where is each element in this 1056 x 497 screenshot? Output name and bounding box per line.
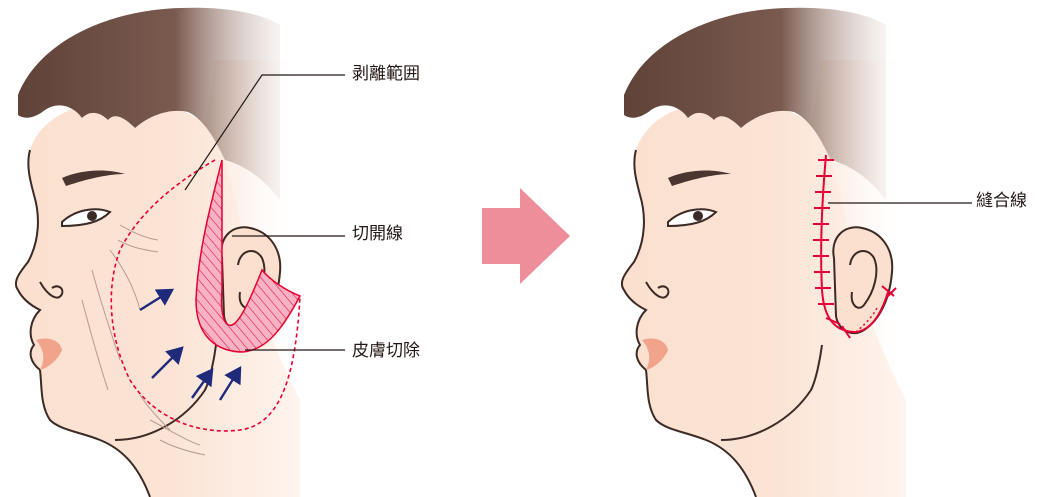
pupil bbox=[87, 211, 97, 221]
face-after bbox=[622, 8, 972, 497]
label-incision-line: 切開線 bbox=[352, 224, 403, 244]
label-suture-line: 縫合線 bbox=[976, 191, 1027, 211]
label-dissection-range: 剥離範囲 bbox=[352, 64, 420, 84]
transition-arrow bbox=[482, 188, 570, 284]
pupil-after bbox=[693, 211, 703, 221]
face-before bbox=[16, 8, 345, 497]
label-skin-excision: 皮膚切除 bbox=[352, 341, 420, 361]
